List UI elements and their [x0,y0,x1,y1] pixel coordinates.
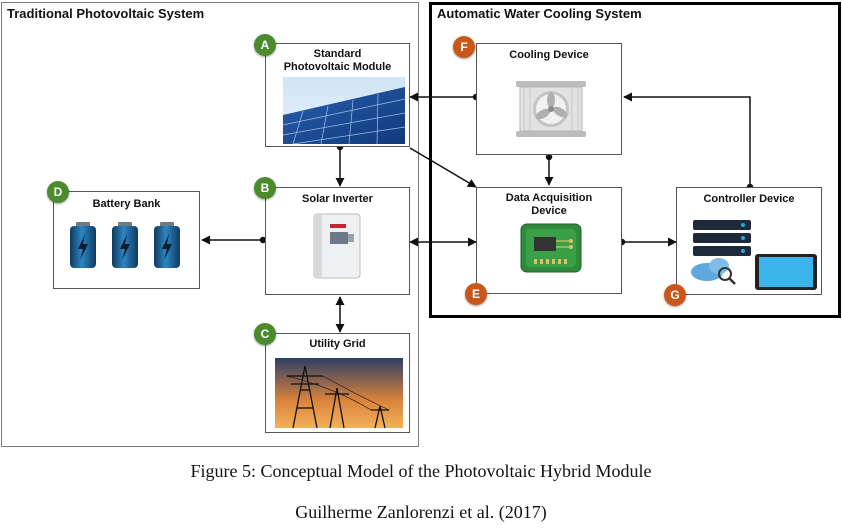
node-cooling-device-title: Cooling Device [509,49,589,61]
node-pv-module-title: Standard Photovoltaic Module [283,48,392,73]
traditional-system-title: Traditional Photovoltaic System [7,6,205,21]
node-solar-inverter: Solar Inverter [265,187,410,295]
badge-f: F [453,36,475,58]
traditional-system-frame: Traditional Photovoltaic System [1,2,419,447]
node-data-acquisition: Data Acquisition Device [476,187,622,294]
node-battery-bank-title: Battery Bank [92,198,161,210]
inverter-image [313,213,361,279]
node-pv-module: Standard Photovoltaic Module [265,43,410,147]
node-data-acquisition-title: Data Acquisition Device [505,192,593,217]
node-solar-inverter-title: Solar Inverter [302,193,373,205]
node-utility-grid-title: Utility Grid [309,338,366,350]
solar-panel-image [283,77,405,144]
cloud-search-icon [691,258,736,285]
battery-icon [154,222,180,268]
node-cooling-device: Cooling Device [476,43,622,155]
figure-credit: Guilherme Zanlorenzi et al. (2017) [295,502,547,522]
node-battery-bank: Battery Bank [53,191,200,289]
battery-icon [70,222,96,268]
server-rack-icon [693,220,751,256]
battery-icon [112,222,138,268]
figure-caption: Figure 5: Conceptual Model of the Photov… [190,461,652,481]
badge-g: G [664,284,686,306]
batteries-image [70,222,180,268]
link-module-daq [409,147,477,188]
radiator-fan-icon [516,81,586,137]
badge-d: D [47,181,69,203]
badge-c: C [254,323,276,345]
circuit-board-icon [520,223,582,273]
controller-devices-image [691,220,817,290]
badge-a: A [254,34,276,56]
link-controller-cooling [623,92,751,187]
node-controller-device: Controller Device [676,187,822,295]
node-controller-device-title: Controller Device [703,193,795,205]
node-utility-grid: Utility Grid [265,333,410,433]
automatic-cooling-title: Automatic Water Cooling System [437,6,642,21]
tablet-icon [755,254,817,290]
power-lines-image [275,358,403,428]
badge-b: B [254,177,276,199]
badge-e: E [465,283,487,305]
